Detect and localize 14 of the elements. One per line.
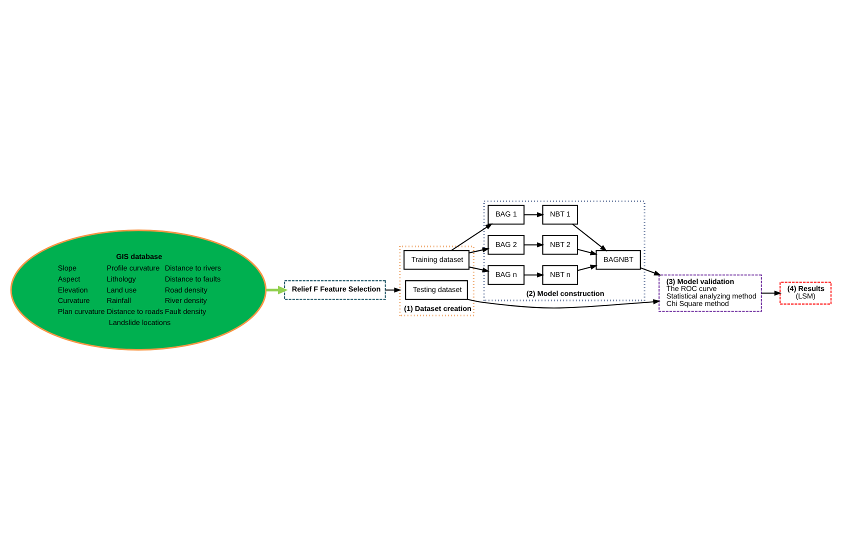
arrow xyxy=(385,287,402,292)
arrow xyxy=(450,222,493,250)
arrow xyxy=(266,285,288,294)
arrow xyxy=(469,266,490,272)
arrow xyxy=(468,298,660,308)
arrow xyxy=(572,223,608,252)
arrow xyxy=(578,264,598,271)
arrow xyxy=(469,246,490,253)
arrow xyxy=(640,266,662,275)
arrow xyxy=(762,290,782,296)
arrow xyxy=(524,272,544,278)
arrow xyxy=(524,242,544,247)
arrow xyxy=(524,212,544,217)
arrow xyxy=(578,248,598,255)
